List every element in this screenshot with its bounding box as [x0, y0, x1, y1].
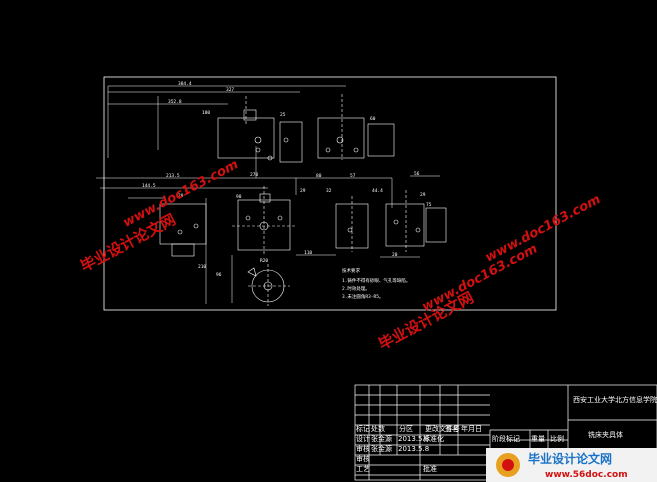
title-block-text: 西安工业大学北方信息学院 铣床夹具体 标记 处数 分区 更改文件号 签名 年月日…	[356, 395, 657, 473]
svg-text:www.56doc.com: www.56doc.com	[545, 470, 628, 480]
svg-text:技术要求: 技术要求	[342, 267, 360, 274]
svg-text:毕业设计论文网: 毕业设计论文网	[528, 451, 612, 466]
svg-text:铣床夹具体: 铣床夹具体	[588, 430, 623, 439]
view-top-right	[317, 94, 395, 160]
svg-text:www.doc163.com: www.doc163.com	[420, 241, 540, 314]
svg-text:比例: 比例	[550, 434, 564, 443]
svg-text:www.doc163.com: www.doc163.com	[483, 192, 603, 265]
svg-text:2013.5.8: 2013.5.8	[398, 435, 429, 443]
svg-text:90: 90	[236, 194, 242, 200]
view-top-left	[217, 96, 303, 163]
svg-text:270: 270	[250, 172, 258, 178]
dimension-lines	[96, 85, 440, 304]
svg-text:56: 56	[414, 171, 420, 177]
svg-text:3.未注圆角R3-R5。: 3.未注圆角R3-R5。	[342, 293, 383, 300]
svg-text:批准: 批准	[423, 464, 437, 473]
svg-text:57: 57	[350, 173, 356, 179]
svg-text:180: 180	[202, 110, 210, 116]
svg-text:阶段标记: 阶段标记	[492, 434, 520, 443]
svg-text:西安工业大学北方信息学院: 西安工业大学北方信息学院	[573, 395, 657, 404]
svg-text:更改文件号: 更改文件号	[425, 424, 460, 433]
svg-text:R20: R20	[260, 258, 268, 264]
view-middle-center	[232, 186, 296, 256]
svg-text:处数: 处数	[371, 424, 385, 433]
svg-text:32: 32	[326, 188, 332, 194]
watermark-center: 毕业设计论文网 www.doc163.com	[375, 241, 540, 353]
svg-text:分区: 分区	[399, 424, 413, 433]
svg-text:审核: 审核	[356, 454, 370, 463]
view-middle-right	[335, 190, 447, 252]
svg-text:96: 96	[216, 272, 222, 278]
svg-text:张金源: 张金源	[371, 444, 392, 453]
svg-text:20: 20	[392, 252, 398, 258]
svg-text:20: 20	[178, 193, 184, 199]
svg-text:75: 75	[426, 202, 432, 208]
technical-notes: 技术要求 1.铸件不得有砂眼、气孔等缺陷。 2.时效处理。 3.未注圆角R3-R…	[342, 267, 410, 300]
dimension-labels: 384.4 327 352.8 180 270 213.5 144.5 80 5…	[142, 81, 432, 278]
drawing-frame	[103, 76, 557, 311]
svg-text:25: 25	[280, 112, 286, 118]
svg-text:327: 327	[226, 87, 234, 93]
svg-text:352.8: 352.8	[168, 99, 182, 105]
svg-text:144.5: 144.5	[142, 183, 156, 189]
svg-text:60: 60	[370, 116, 376, 122]
svg-text:210: 210	[198, 264, 206, 270]
view-lower-section	[247, 264, 290, 306]
svg-text:年月日: 年月日	[461, 424, 482, 433]
watermark-right: www.doc163.com	[483, 192, 603, 265]
svg-text:工艺: 工艺	[356, 465, 370, 473]
view-middle-left	[159, 203, 207, 257]
svg-text:384.4: 384.4	[178, 81, 192, 87]
svg-text:29: 29	[300, 188, 306, 194]
svg-text:80: 80	[316, 173, 322, 179]
svg-text:213.5: 213.5	[166, 173, 180, 179]
svg-text:2013.5.8: 2013.5.8	[398, 445, 429, 453]
svg-text:2.时效处理。: 2.时效处理。	[342, 285, 370, 292]
svg-text:标记: 标记	[356, 424, 370, 433]
svg-text:44.4: 44.4	[372, 188, 383, 194]
site-logo: 毕业设计论文网 www.56doc.com	[486, 448, 657, 482]
svg-text:1.铸件不得有砂眼、气孔等缺陷。: 1.铸件不得有砂眼、气孔等缺陷。	[342, 277, 410, 284]
svg-text:www.doc163.com: www.doc163.com	[121, 157, 241, 230]
svg-text:重量: 重量	[531, 435, 545, 443]
svg-text:审核: 审核	[356, 444, 370, 453]
svg-text:张金源: 张金源	[371, 434, 392, 443]
watermark-upper-left: 毕业设计论文网 www.doc163.com	[77, 157, 241, 275]
svg-text:29: 29	[420, 192, 426, 198]
svg-text:110: 110	[304, 250, 312, 256]
svg-text:标准化: 标准化	[423, 434, 444, 443]
svg-text:签名: 签名	[445, 424, 459, 433]
svg-text:设计: 设计	[356, 434, 370, 443]
